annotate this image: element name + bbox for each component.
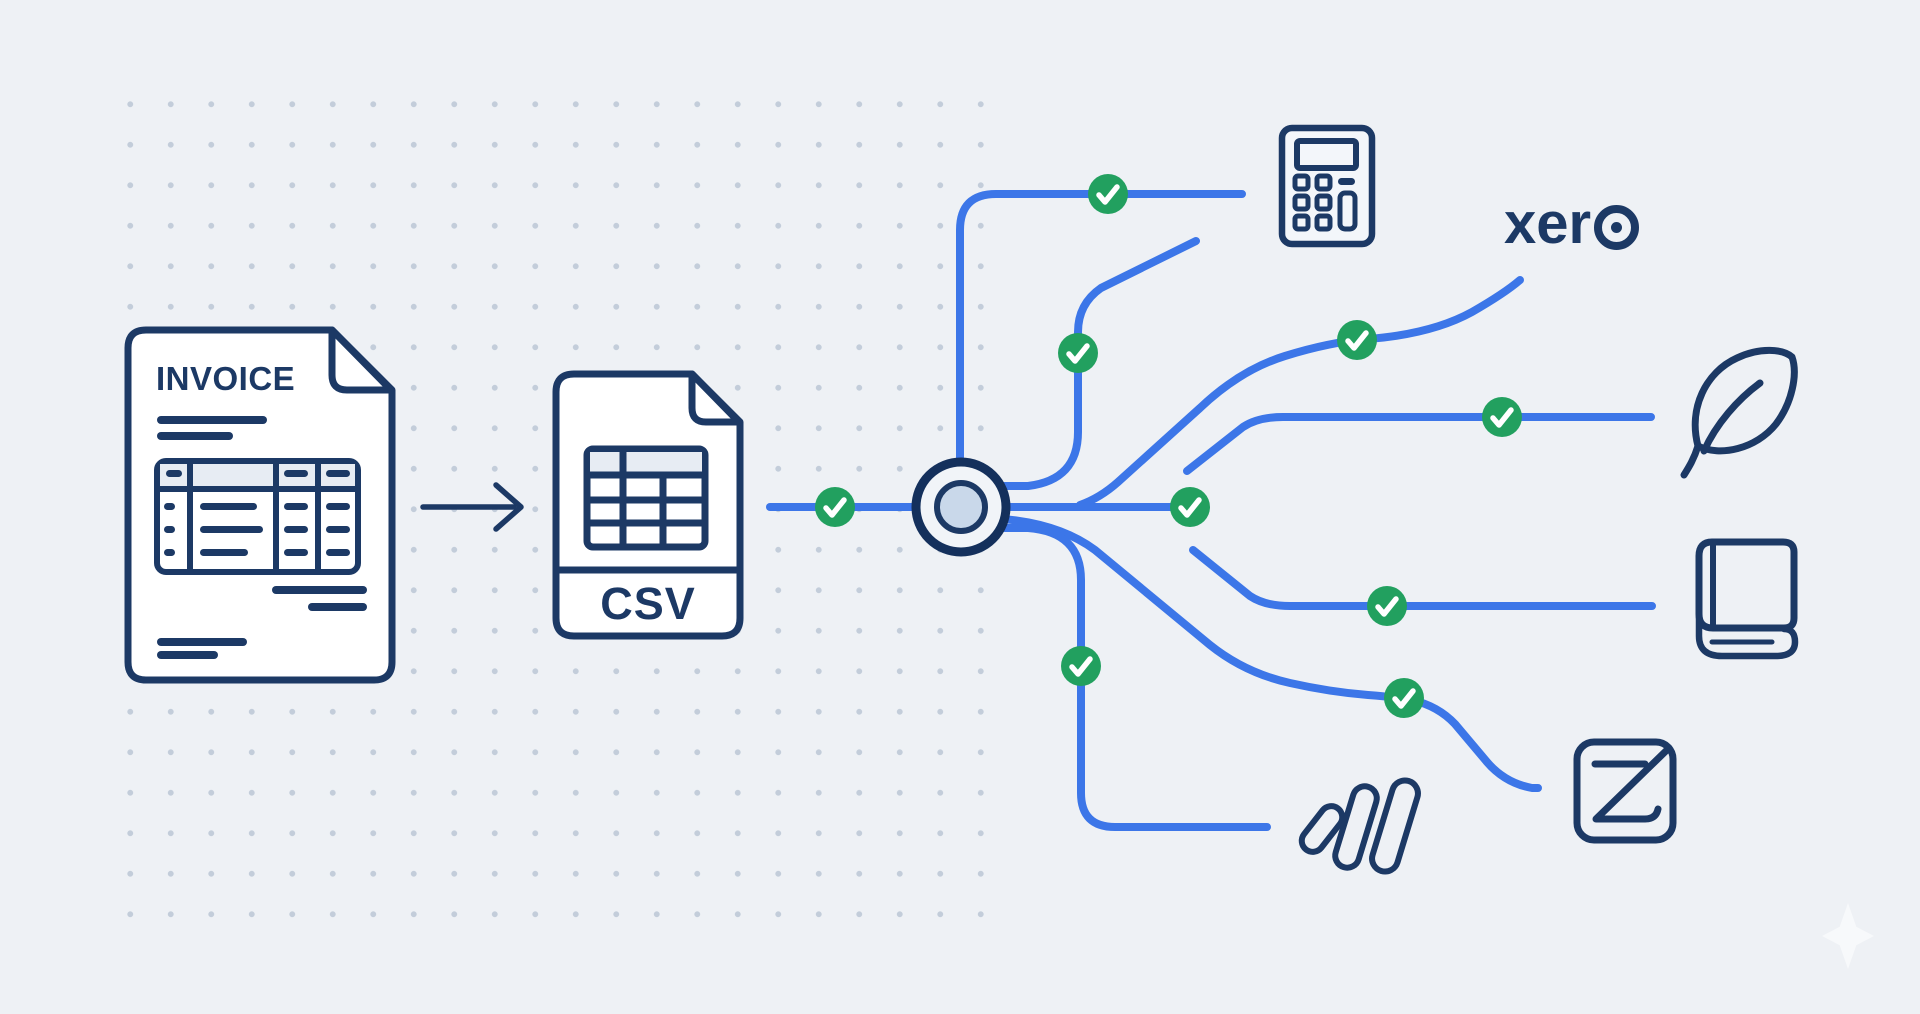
invoice-title: INVOICE bbox=[156, 360, 296, 397]
csv-file-icon bbox=[552, 370, 744, 640]
invoice-table bbox=[154, 458, 361, 575]
zoho-z-icon bbox=[1573, 738, 1677, 844]
check-badges bbox=[815, 174, 1522, 718]
line-xero-stub bbox=[1000, 237, 1200, 490]
calculator-icon bbox=[1278, 124, 1376, 248]
line-to-wave bbox=[1000, 524, 1271, 831]
check-circle-icon bbox=[1367, 586, 1407, 626]
xero-logo-o-icon bbox=[1594, 204, 1640, 250]
xero-logo-text: xer bbox=[1504, 191, 1592, 256]
invoice-text-lines bbox=[157, 416, 367, 659]
check-circle-icon bbox=[1337, 320, 1377, 360]
folded-corner bbox=[328, 326, 395, 394]
line-to-calculator bbox=[956, 190, 1246, 464]
line-to-book bbox=[1189, 546, 1656, 610]
check-circle-icon bbox=[1061, 646, 1101, 686]
check-circle-icon bbox=[1170, 487, 1210, 527]
line-to-xero bbox=[1076, 276, 1524, 509]
check-circle-icon bbox=[1482, 397, 1522, 437]
check-circle-icon bbox=[1384, 678, 1424, 718]
book-icon bbox=[1695, 538, 1799, 660]
csv-file-label: CSV bbox=[600, 578, 696, 629]
check-circle-icon bbox=[815, 487, 855, 527]
csv-grid bbox=[583, 445, 709, 551]
connector-lines bbox=[766, 190, 1656, 831]
hub-node bbox=[911, 457, 1011, 557]
invoice-document-icon bbox=[124, 326, 396, 684]
check-circle-icon bbox=[1088, 174, 1128, 214]
xero-logo: xer bbox=[1504, 191, 1640, 256]
arrow-right-icon bbox=[420, 482, 524, 532]
folded-corner bbox=[688, 370, 743, 426]
check-circle-icon bbox=[1058, 333, 1098, 373]
line-to-leaf bbox=[1183, 413, 1655, 475]
line-to-zoho bbox=[999, 515, 1542, 792]
wave-logo-icon bbox=[1298, 777, 1421, 875]
leaf-icon bbox=[1680, 346, 1798, 479]
